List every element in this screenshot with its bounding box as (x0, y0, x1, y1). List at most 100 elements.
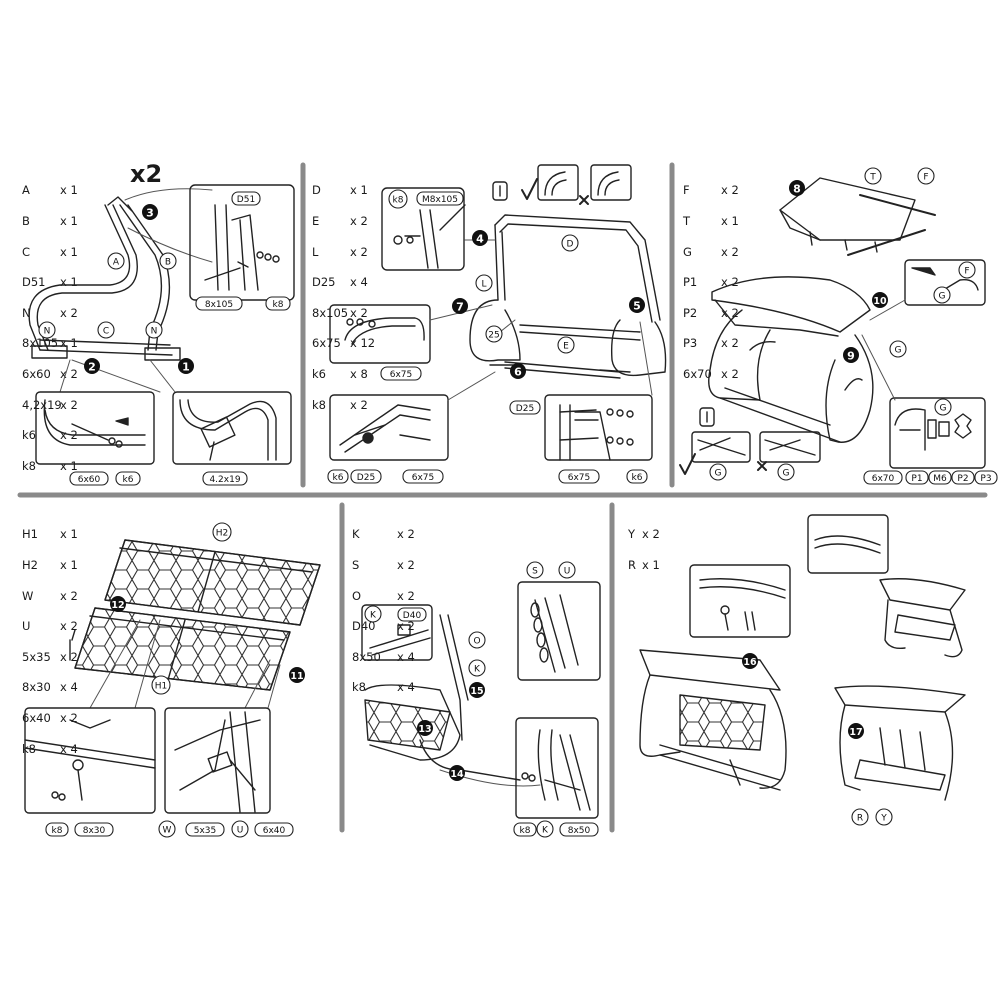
svg-text:G: G (939, 292, 946, 302)
crossbar-e (504, 324, 641, 379)
svg-text:K: K (370, 611, 377, 621)
swing-frame-left (708, 309, 771, 401)
seat-panel-h2 (104, 539, 321, 626)
svg-text:2: 2 (88, 361, 96, 374)
cross-mark-icon (579, 195, 589, 205)
callout-a: A (107, 252, 125, 270)
svg-text:6: 6 (514, 366, 522, 379)
multiplier-label: x2 (130, 160, 163, 188)
frame-d (494, 214, 661, 321)
callout-d: D (561, 234, 579, 252)
callout-u: U (558, 561, 576, 579)
bracket-n-right (144, 347, 181, 361)
hw-label-6x75-c: 6x75 (558, 469, 600, 484)
check-box-wrong-g (759, 431, 821, 463)
svg-text:k8: k8 (393, 196, 404, 206)
callout-d51: D51 (231, 191, 261, 206)
svg-text:16: 16 (743, 657, 757, 668)
swing-frame-right (825, 334, 874, 443)
callout-o: O (468, 631, 486, 649)
callout-n-left: N (38, 321, 56, 339)
svg-text:F: F (964, 267, 969, 277)
svg-text:M6: M6 (933, 474, 947, 484)
svg-text:5x35: 5x35 (194, 826, 217, 836)
detail-k-box (361, 604, 433, 661)
svg-text:k8: k8 (273, 300, 284, 310)
detail-6-box (329, 394, 449, 461)
check-box-ok-g (691, 431, 751, 463)
hw-label-6x40: 6x40 (254, 822, 294, 837)
check-mark-icon (521, 178, 538, 200)
svg-text:8: 8 (793, 183, 801, 196)
svg-text:D25: D25 (516, 404, 534, 414)
svg-text:17: 17 (849, 727, 862, 738)
svg-text:k6: k6 (333, 473, 344, 483)
hw-label-8x105: 8x105 (195, 296, 243, 311)
svg-text:6x70: 6x70 (872, 474, 895, 484)
svg-text:W: W (163, 826, 172, 836)
hw-label-k6: k6 (115, 471, 141, 486)
svg-text:9: 9 (847, 350, 855, 363)
svg-text:k6: k6 (632, 473, 643, 483)
callout-g-detail: G (933, 286, 951, 304)
rod-f-bottom (847, 229, 926, 256)
svg-text:6x75: 6x75 (390, 370, 413, 380)
hw-label-k8: k8 (265, 296, 291, 311)
panel-6-drawing (639, 514, 966, 801)
hw-label-4-2x19: 4.2x19 (202, 471, 248, 486)
svg-text:D40: D40 (403, 611, 422, 621)
hw-label-8x50: 8x50 (559, 822, 599, 837)
svg-text:P3: P3 (980, 474, 991, 484)
hw-label-6x75-b: 6x75 (402, 469, 444, 484)
callout-s: S (526, 561, 544, 579)
svg-text:8x50: 8x50 (568, 826, 591, 836)
panel-3-drawing (679, 177, 986, 475)
hw-label-k8-p5: k8 (513, 822, 537, 837)
check-mark-icon (679, 453, 696, 475)
hw-label-k: K (536, 820, 554, 838)
svg-text:K: K (542, 826, 549, 836)
arrow-icon (911, 267, 936, 276)
parts-row: 4,2x19x 2 (22, 397, 78, 412)
detail-4-box (381, 187, 465, 271)
detail-8x50-box (515, 717, 599, 819)
hw-label-8x30: 8x30 (74, 822, 114, 837)
crossbar-c (39, 339, 173, 356)
step-badge-12: 12 (110, 596, 126, 612)
seat-frame-panel-5 (364, 699, 451, 751)
svg-text:H2: H2 (216, 529, 229, 539)
callout-t: T (864, 167, 882, 185)
svg-text:N: N (151, 327, 158, 337)
hw-label-u: U (231, 820, 249, 838)
svg-text:H1: H1 (155, 682, 168, 692)
panel-5-drawing (361, 581, 601, 819)
callout-g-ok: G (709, 463, 727, 481)
detail-1-box (172, 391, 292, 465)
step-badge-6: 6 (510, 363, 526, 379)
step-badge-16: 16 (742, 653, 758, 669)
hardware-labels: 8x105 k8 6x60 k6 4.2x19 6x75 D25 k6 D25 … (45, 296, 998, 838)
step-badge-17: 17 (848, 723, 864, 739)
callout-n-right: N (145, 321, 163, 339)
svg-text:10: 10 (873, 296, 887, 307)
hw-label-m6: M6 (928, 470, 952, 485)
callout-g-hardware: G (934, 398, 952, 416)
svg-text:8x30: 8x30 (83, 826, 106, 836)
svg-text:E: E (563, 342, 569, 352)
